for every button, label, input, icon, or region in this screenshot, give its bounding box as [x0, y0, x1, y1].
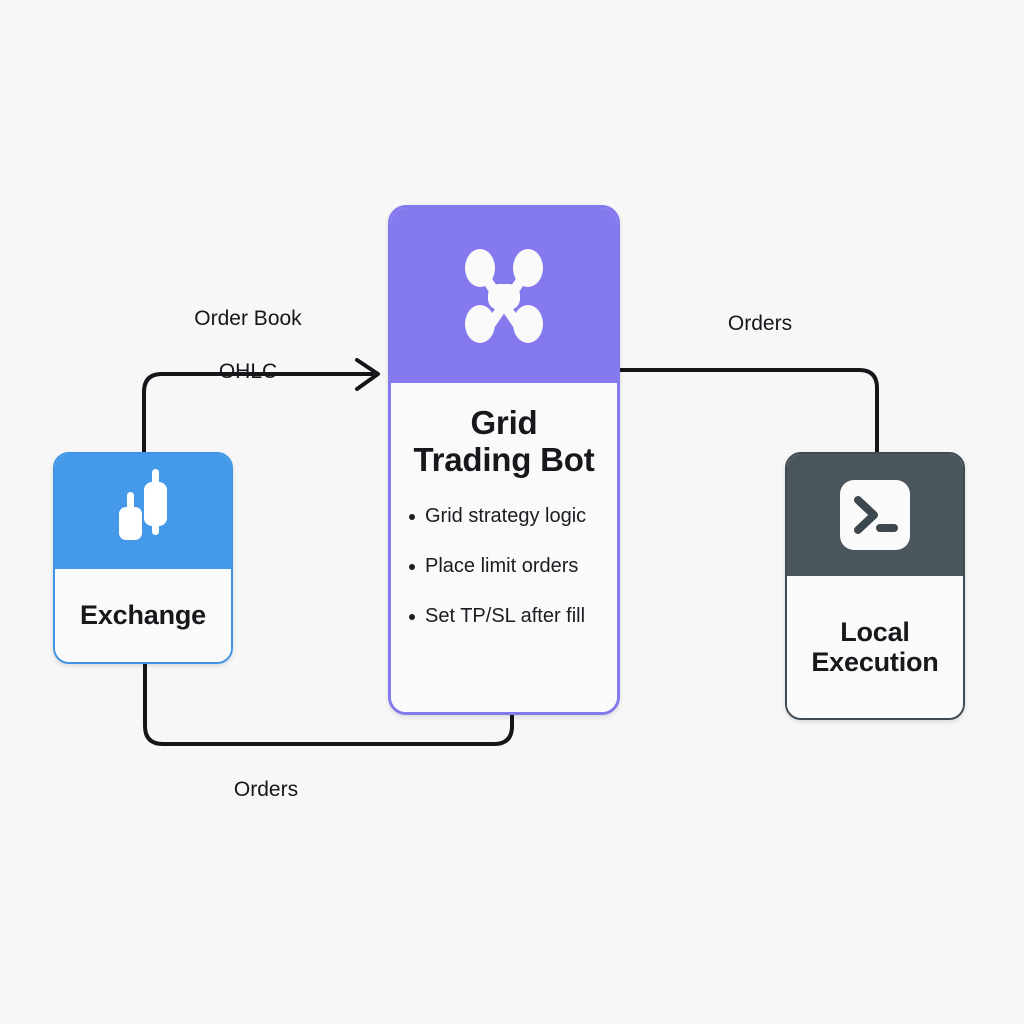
candlestick-chart-icon — [119, 468, 167, 540]
node-bot-header — [391, 208, 617, 383]
list-item: Grid strategy logic — [405, 505, 603, 528]
node-local-body: Local Execution — [787, 576, 963, 718]
list-item: Set TP/SL after fill — [405, 605, 603, 628]
edge-label-order-book-ohlc: Order Book OHLC — [150, 280, 346, 411]
node-exchange-header — [55, 454, 231, 569]
node-bot-body: Grid Trading Bot Grid strategy logic Pla… — [391, 383, 617, 712]
node-exchange-title: Exchange — [80, 600, 206, 631]
node-bot-title-line2: Trading Bot — [413, 440, 595, 478]
node-exchange-body: Exchange — [55, 569, 231, 662]
node-bot-feature-list: Grid strategy logic Place limit orders S… — [405, 505, 603, 628]
edge-label-line-order-book: Order Book — [194, 307, 302, 331]
node-local-title-line1: Local — [840, 616, 910, 647]
node-local-execution[interactable]: Local Execution — [785, 452, 965, 720]
edge-exchange-to-bot-arrowhead — [355, 358, 380, 391]
terminal-console-icon — [840, 480, 910, 550]
node-local-title: Local Execution — [811, 617, 938, 677]
node-exchange[interactable]: Exchange — [53, 452, 233, 664]
node-local-title-line2: Execution — [811, 647, 939, 677]
node-local-header — [787, 454, 963, 576]
edge-label-line-ohlc: OHLC — [218, 359, 278, 383]
list-item: Place limit orders — [405, 555, 603, 578]
edge-bot-to-local — [618, 368, 879, 454]
node-bot-title: Grid Trading Bot — [413, 404, 595, 479]
edge-label-orders-to-local: Orders — [727, 312, 793, 335]
node-grid-trading-bot[interactable]: Grid Trading Bot Grid strategy logic Pla… — [388, 205, 620, 715]
grid-network-node-icon — [465, 248, 543, 343]
node-bot-title-line1: Grid — [470, 404, 538, 441]
edge-label-orders-to-exchange: Orders — [233, 778, 299, 801]
